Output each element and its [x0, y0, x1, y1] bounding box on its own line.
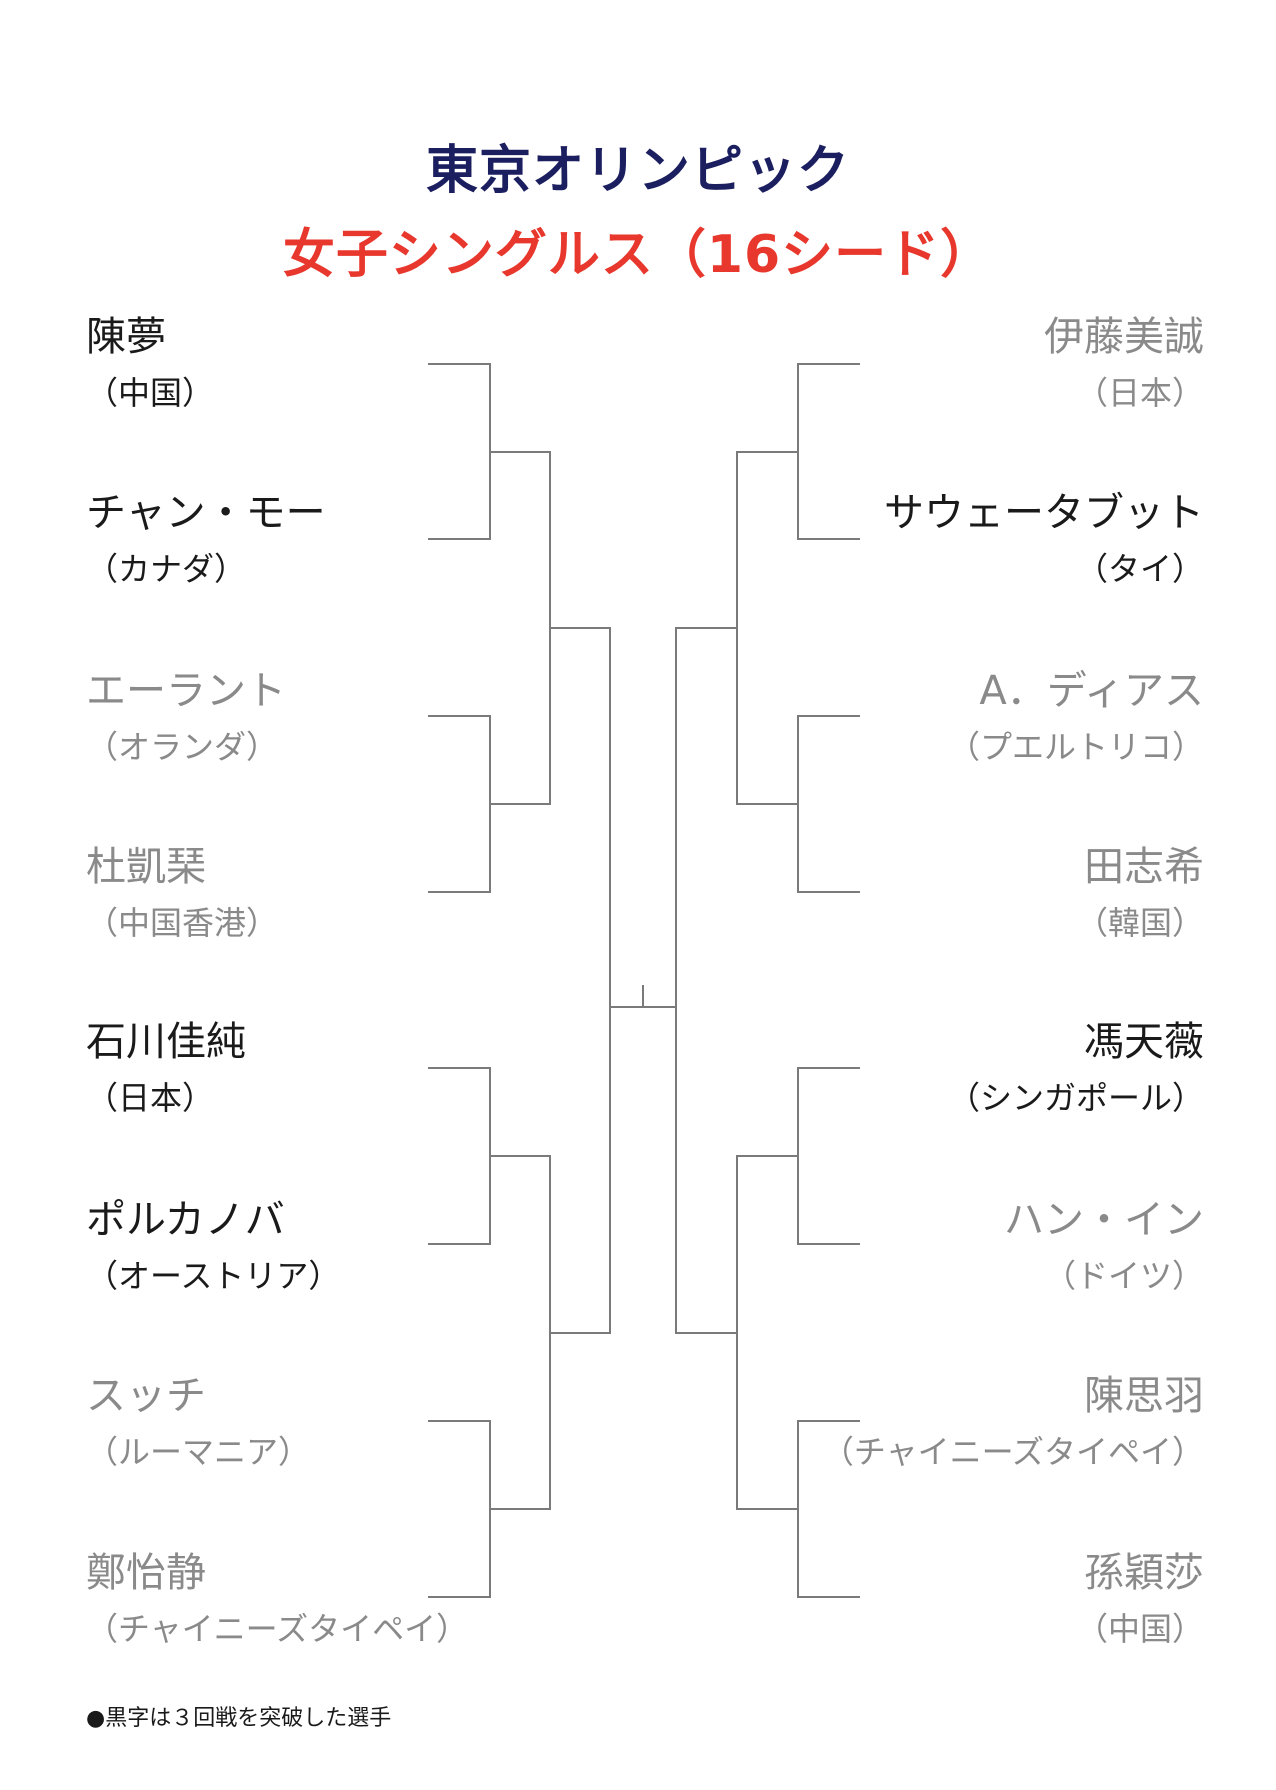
bracket-line: [609, 627, 611, 1334]
player-country: （韓国）: [1075, 904, 1204, 942]
bracket-line: [549, 1332, 611, 1334]
player-country: （日本）: [1075, 374, 1204, 412]
player-name: スッチ: [86, 1373, 206, 1419]
footnote: ●黒字は３回戦を突破した選手: [86, 1706, 392, 1731]
bracket-line: [797, 1420, 860, 1422]
bracket-line: [549, 627, 611, 629]
player-entry: スッチ （ルーマニア）: [86, 1372, 566, 1472]
bracket-line: [797, 891, 860, 893]
player-country: （オーストリア）: [86, 1257, 341, 1295]
player-country: （中国香港）: [86, 904, 279, 942]
player-country: （タイ）: [1075, 550, 1204, 588]
player-name: 田志希: [1084, 844, 1204, 890]
player-name: A．ディアス: [979, 668, 1204, 714]
page-title: 東京オリンピック: [425, 141, 850, 201]
player-name: チャン・モー: [86, 490, 326, 536]
bracket-line: [428, 1243, 491, 1245]
bracket-line: [736, 451, 799, 453]
bracket-line: [489, 1508, 551, 1510]
player-entry: ポルカノバ （オーストリア）: [86, 1196, 566, 1296]
bracket-line: [675, 1332, 738, 1334]
player-entry: 鄭怡静 （チャイニーズタイペイ）: [86, 1549, 566, 1649]
player-country: （ドイツ）: [1043, 1257, 1204, 1295]
player-name: ポルカノバ: [86, 1197, 285, 1243]
final-tick: [642, 985, 644, 1008]
player-entry: 石川佳純 （日本）: [86, 1018, 566, 1118]
player-entry: ハン・イン （ドイツ）: [724, 1196, 1204, 1296]
bracket-line: [797, 1243, 860, 1245]
player-entry: 陳思羽 （チャイニーズタイペイ）: [724, 1372, 1204, 1472]
player-name: 鄭怡静: [86, 1550, 206, 1596]
player-name: エーラント: [86, 668, 286, 714]
player-name: サウェータブット: [884, 490, 1204, 536]
bracket-line: [736, 803, 799, 805]
bracket-line: [736, 1155, 799, 1157]
player-entry: 馮天薇 （シンガポール）: [724, 1018, 1204, 1118]
player-country: （チャイニーズタイペイ）: [86, 1610, 469, 1648]
player-entry: 陳夢 （中国）: [86, 313, 566, 413]
bracket-line: [428, 1596, 491, 1598]
player-name: 陳思羽: [1084, 1373, 1204, 1419]
player-name: ハン・イン: [1004, 1197, 1204, 1243]
bracket-line: [428, 538, 491, 540]
bracket-line: [797, 538, 860, 540]
player-entry: チャン・モー （カナダ）: [86, 489, 566, 589]
player-entry: エーラント （オランダ）: [86, 667, 566, 767]
bracket-line: [489, 803, 551, 805]
bracket-line: [489, 1155, 551, 1157]
player-entry: 田志希 （韓国）: [724, 843, 1204, 943]
player-entry: 孫穎莎 （中国）: [724, 1549, 1204, 1649]
player-country: （日本）: [86, 1079, 215, 1117]
player-name: 石川佳純: [86, 1019, 246, 1065]
bracket-line: [428, 1420, 491, 1422]
player-name: 陳夢: [86, 314, 166, 360]
player-entry: A．ディアス （プエルトリコ）: [724, 667, 1204, 767]
player-name: 馮天薇: [1084, 1019, 1204, 1065]
bracket-line: [489, 451, 551, 453]
bracket-line: [428, 1067, 491, 1069]
player-entry: 杜凱琹 （中国香港）: [86, 843, 566, 943]
bracket-line: [428, 363, 491, 365]
player-name: 伊藤美誠: [1044, 314, 1204, 360]
bracket-line: [675, 627, 677, 1334]
bracket-line: [736, 1508, 799, 1510]
player-name: 杜凱琹: [86, 844, 206, 890]
player-country: （中国）: [86, 374, 215, 412]
player-entry: 伊藤美誠 （日本）: [724, 313, 1204, 413]
player-country: （中国）: [1075, 1610, 1204, 1648]
player-entry: サウェータブット （タイ）: [724, 489, 1204, 589]
bracket-line: [675, 627, 738, 629]
bracket-line: [428, 891, 491, 893]
bracket-line: [797, 1067, 860, 1069]
bracket-line: [797, 715, 860, 717]
page-subtitle: 女子シングルス（16シード）: [282, 225, 994, 285]
bracket-line: [428, 715, 491, 717]
bracket-line: [797, 1596, 860, 1598]
player-country: （オランダ）: [86, 728, 279, 766]
player-country: （チャイニーズタイペイ）: [821, 1433, 1204, 1471]
player-country: （ルーマニア）: [86, 1433, 311, 1471]
player-country: （プエルトリコ）: [947, 728, 1204, 766]
player-country: （カナダ）: [86, 550, 247, 588]
bracket-line: [797, 363, 860, 365]
player-name: 孫穎莎: [1084, 1550, 1204, 1596]
player-country: （シンガポール）: [947, 1079, 1204, 1117]
